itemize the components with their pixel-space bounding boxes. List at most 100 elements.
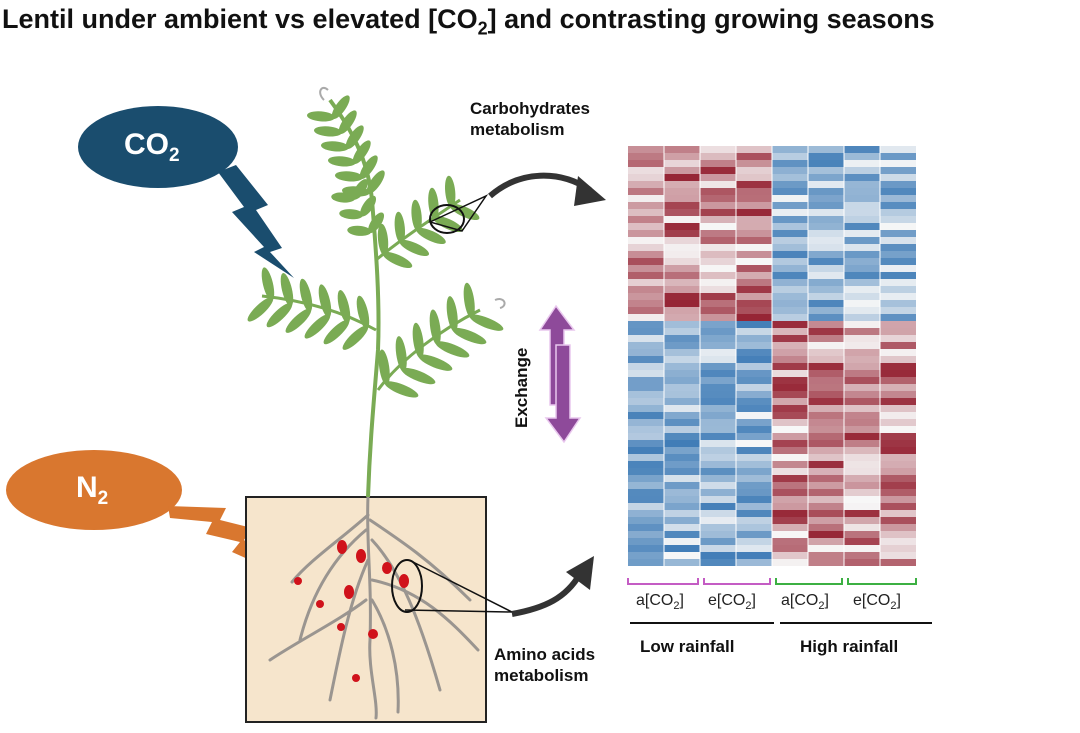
heatmap-cell (808, 153, 844, 160)
heatmap-cell (664, 244, 700, 251)
heatmap-cell (664, 202, 700, 209)
heatmap-cell (880, 195, 916, 202)
heatmap-cell (664, 349, 700, 356)
heatmap-cell (736, 384, 772, 391)
heatmap-cell (664, 342, 700, 349)
heatmap-cell (736, 531, 772, 538)
co2-lightning-icon (218, 165, 294, 278)
heatmap-cell (700, 279, 736, 286)
heatmap-cell (628, 426, 664, 433)
heatmap-cell (664, 160, 700, 167)
arrow-to-heatmap-bottom (511, 572, 583, 617)
leaflet (352, 140, 371, 164)
heatmap-cell (808, 258, 844, 265)
heatmap-cell (700, 230, 736, 237)
heatmap-cell (772, 559, 808, 566)
heatmap-cell (628, 531, 664, 538)
heatmap-cell (880, 447, 916, 454)
heatmap-cell (628, 524, 664, 531)
heatmap-cell (880, 482, 916, 489)
heatmap-cell (844, 209, 880, 216)
leaflet (433, 215, 463, 233)
heatmap-cell (700, 216, 736, 223)
heatmap-cell (736, 377, 772, 384)
n2-bubble (6, 450, 182, 530)
heatmap-cell (808, 412, 844, 419)
heatmap-cell (664, 545, 700, 552)
heatmap-cell (628, 349, 664, 356)
heatmap-cell (664, 356, 700, 363)
leaflet (452, 327, 487, 345)
heatmap-cell (844, 370, 880, 377)
heatmap-cell (844, 146, 880, 153)
heatmap-cell (844, 468, 880, 475)
heatmap-cell (880, 188, 916, 195)
heatmap-cell (880, 496, 916, 503)
heatmap-cell (772, 335, 808, 342)
heatmap-cell (628, 223, 664, 230)
leaflet (411, 199, 422, 232)
heatmap-cell (844, 524, 880, 531)
heatmap-cell (700, 552, 736, 559)
leaflet (384, 381, 419, 398)
leaflet (395, 336, 407, 372)
heatmap-cell (880, 363, 916, 370)
heatmap-cell (700, 286, 736, 293)
heatmap-cell (772, 167, 808, 174)
heatmap-cell (844, 279, 880, 286)
heatmap-cell (628, 496, 664, 503)
heatmap-cell (808, 419, 844, 426)
heatmap-cell (772, 405, 808, 412)
heatmap-cell (844, 454, 880, 461)
heatmap-cell (844, 251, 880, 258)
heatmap-cell (664, 475, 700, 482)
heatmap-cell (628, 272, 664, 279)
heatmap-cell (700, 440, 736, 447)
heatmap-cell (700, 188, 736, 195)
heatmap-cell (844, 230, 880, 237)
heatmap-cell (880, 454, 916, 461)
heatmap-cell (772, 538, 808, 545)
heatmap-cell (664, 174, 700, 181)
heatmap-cell (628, 342, 664, 349)
heatmap-cell (736, 174, 772, 181)
heatmap (628, 146, 916, 566)
leaflet (318, 284, 332, 318)
heatmap-cell (736, 272, 772, 279)
heatmap-cell (844, 237, 880, 244)
heatmap-cell (772, 328, 808, 335)
leaflet (359, 155, 378, 179)
heatmap-cell (700, 468, 736, 475)
heatmap-cell (772, 216, 808, 223)
heatmap-cell (808, 174, 844, 181)
heatmap-cell (808, 482, 844, 489)
leaflet (469, 314, 504, 331)
leaflet (429, 309, 441, 346)
heatmap-cell (808, 377, 844, 384)
leaflet (435, 341, 470, 358)
heatmap-cell (808, 475, 844, 482)
heatmap-cell (808, 181, 844, 188)
heatmap-cell (700, 307, 736, 314)
heatmap-cell (736, 468, 772, 475)
heatmap-cell (772, 503, 808, 510)
heatmap-cell (844, 307, 880, 314)
heatmap-cell (808, 356, 844, 363)
heatmap-cell (880, 370, 916, 377)
heatmap-cell (844, 363, 880, 370)
heatmap-cell (880, 559, 916, 566)
heatmap-cell (844, 503, 880, 510)
heatmap-cell (844, 286, 880, 293)
heatmap-cell (880, 258, 916, 265)
heatmap-cell (880, 251, 916, 258)
heatmap-cell (808, 552, 844, 559)
heatmap-cell (628, 265, 664, 272)
heatmap-cell (880, 531, 916, 538)
heatmap-cell (880, 545, 916, 552)
leaflet (331, 95, 350, 119)
heatmap-cell (880, 328, 916, 335)
heatmap-cell (772, 475, 808, 482)
heatmap-cell (628, 447, 664, 454)
heatmap-cell (628, 293, 664, 300)
heatmap-cell (772, 321, 808, 328)
